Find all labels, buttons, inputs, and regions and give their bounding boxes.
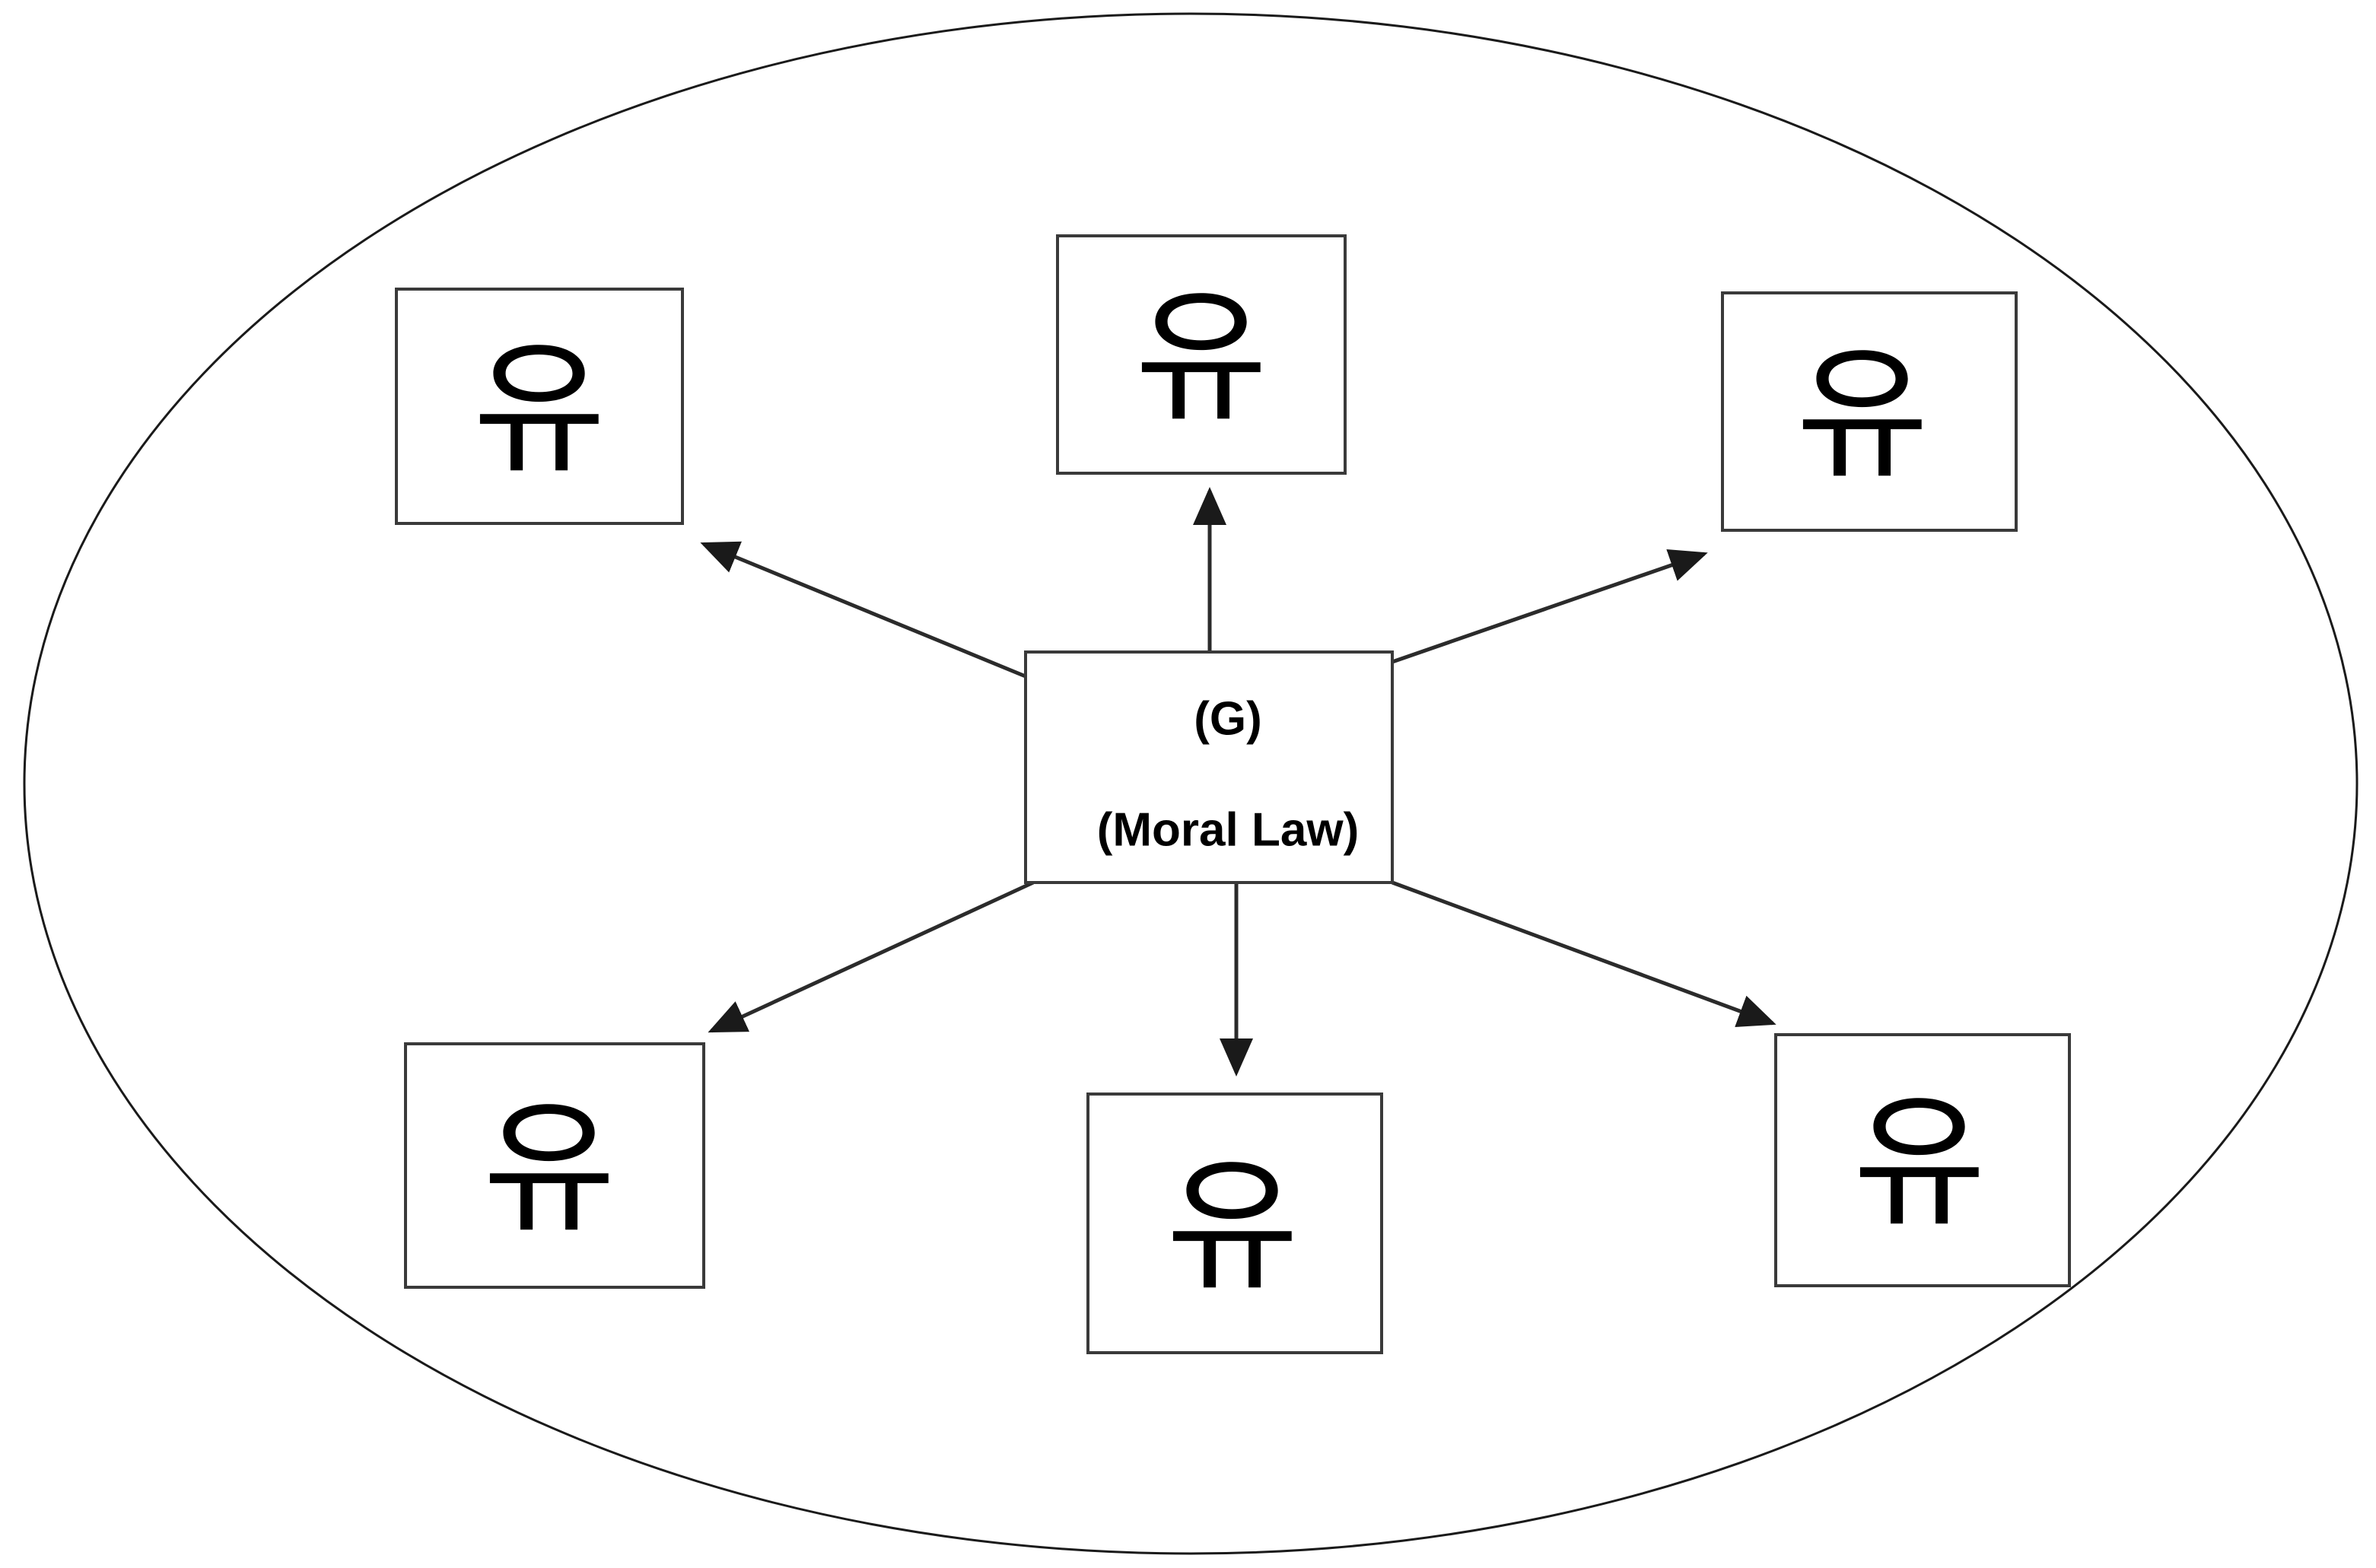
node-top-center-box[interactable] xyxy=(1056,234,1347,475)
node-bottom-right-box[interactable] xyxy=(1774,1033,2071,1287)
node-top-center[interactable]: 유 xyxy=(1056,234,1347,475)
outer-boundary-ellipse xyxy=(23,12,2359,1555)
connector-group xyxy=(700,487,1776,1077)
node-top-right-label: 유 xyxy=(1796,331,1929,499)
node-top-center-label: 유 xyxy=(1135,274,1268,442)
connector-center-to-top-left xyxy=(700,541,1026,679)
node-bottom-right[interactable]: 유 xyxy=(1774,1033,2071,1287)
node-bottom-left-box[interactable] xyxy=(404,1042,705,1289)
connector-center-to-bottom-left xyxy=(708,880,1035,1033)
node-bottom-right-label: 유 xyxy=(1853,1079,1986,1247)
node-bottom-center[interactable]: 유 xyxy=(1086,1093,1383,1354)
node-bottom-center-label: 유 xyxy=(1166,1143,1299,1311)
connector-center-to-top-right xyxy=(1392,549,1708,664)
node-center-box[interactable] xyxy=(1024,650,1394,884)
node-top-right[interactable]: 유 xyxy=(1721,291,2018,532)
node-bottom-center-box[interactable] xyxy=(1086,1093,1383,1354)
node-center-label-line2: (Moral Law) xyxy=(1097,804,1359,857)
node-center-label-line1: (G) xyxy=(1194,693,1262,746)
node-center[interactable]: (G) (Moral Law) xyxy=(1024,650,1394,884)
node-top-left[interactable]: 유 xyxy=(395,288,684,525)
node-bottom-left-label: 유 xyxy=(483,1085,616,1253)
connector-center-to-bottom-right xyxy=(1392,880,1776,1028)
node-top-left-label: 유 xyxy=(473,326,606,494)
node-bottom-left[interactable]: 유 xyxy=(404,1042,705,1289)
node-top-right-box[interactable] xyxy=(1721,291,2018,532)
node-top-left-box[interactable] xyxy=(395,288,684,525)
